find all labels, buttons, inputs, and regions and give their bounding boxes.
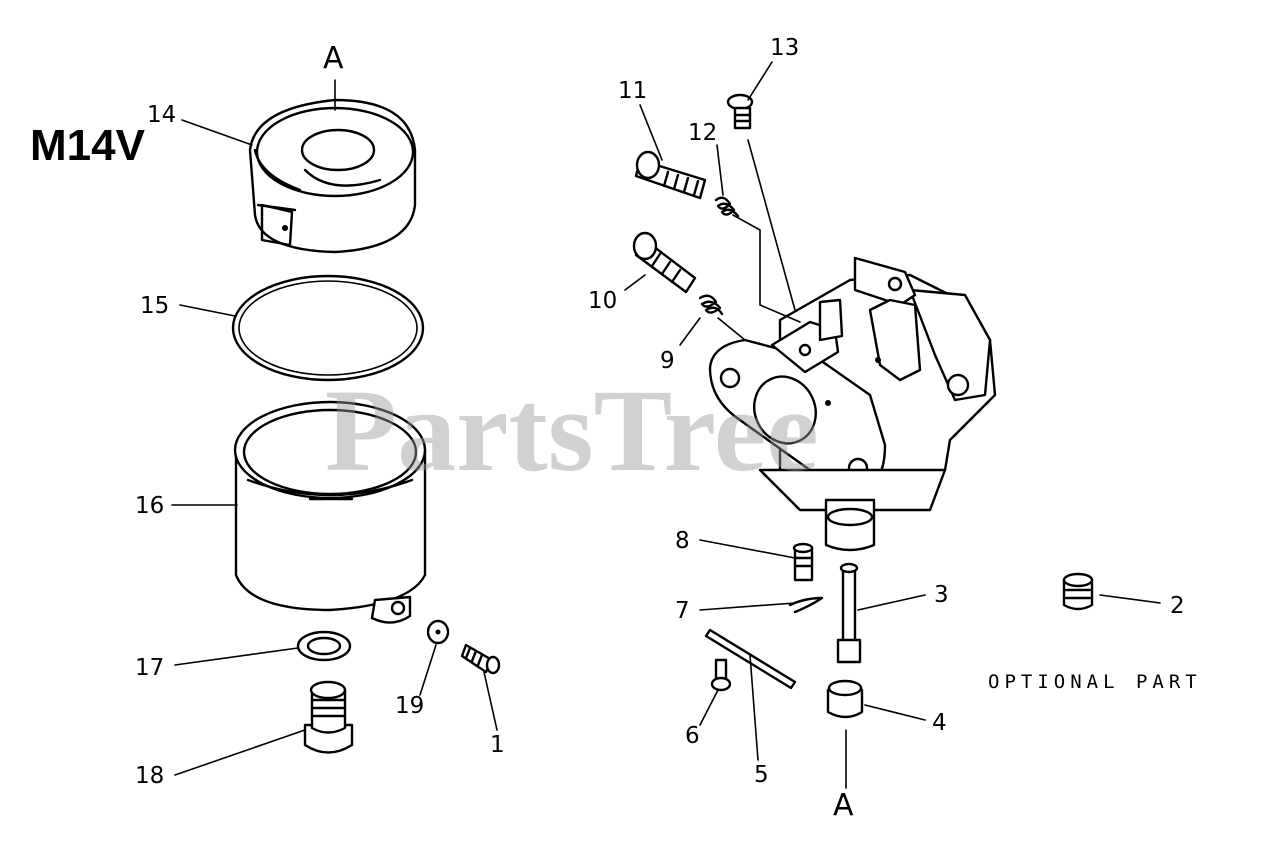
- part-3-emulsion-tube[interactable]: [836, 562, 862, 664]
- leader-lines: [171, 61, 1161, 789]
- callout-2: 2: [1170, 593, 1185, 619]
- part-12-spring[interactable]: [714, 196, 740, 218]
- part-16-float-bowl[interactable]: [233, 400, 427, 624]
- callout-13: 13: [770, 35, 799, 61]
- watermark: PartsTree: [325, 365, 819, 496]
- callout-labels: 1 2 3 4 5 6 7 8 9 10 11 12 13 14 15 16 1…: [135, 35, 1185, 789]
- part-15-gasket-ring[interactable]: [231, 274, 425, 382]
- part-19-small-washer[interactable]: [426, 619, 450, 645]
- model-label: M14V: [30, 121, 146, 170]
- callout-4: 4: [932, 710, 947, 736]
- callout-8: 8: [675, 528, 690, 554]
- callout-9: 9: [660, 348, 675, 374]
- callout-3: 3: [934, 582, 949, 608]
- part-6-screw[interactable]: [710, 658, 732, 692]
- part-17-washer[interactable]: [296, 630, 352, 662]
- callout-17: 17: [135, 655, 164, 681]
- part-18-bowl-plug[interactable]: [303, 680, 354, 754]
- callout-7: 7: [675, 598, 690, 624]
- part-7-clip[interactable]: [788, 596, 824, 614]
- part-8-main-jet[interactable]: [792, 542, 814, 582]
- connector-label-top: A: [323, 41, 344, 76]
- callout-5: 5: [754, 762, 769, 788]
- callout-19: 19: [395, 693, 424, 719]
- part-14-float-cap[interactable]: [248, 98, 417, 254]
- part-2-optional-jet[interactable]: [1062, 572, 1094, 611]
- connector-label-bottom: A: [833, 788, 854, 823]
- callout-16: 16: [135, 493, 164, 519]
- callout-15: 15: [140, 293, 169, 319]
- callout-6: 6: [685, 723, 700, 749]
- carburetor-body[interactable]: [708, 256, 997, 552]
- callout-1: 1: [490, 732, 505, 758]
- callout-10: 10: [588, 288, 617, 314]
- optional-part-note: OPTIONAL PART: [988, 671, 1202, 693]
- part-11-throttle-stop-screw[interactable]: [634, 150, 707, 200]
- part-4-valve-seat[interactable]: [826, 679, 864, 719]
- callout-14: 14: [147, 102, 176, 128]
- callout-11: 11: [618, 78, 647, 104]
- part-1-screw[interactable]: [460, 643, 501, 675]
- callout-12: 12: [688, 120, 717, 146]
- part-13-screw[interactable]: [726, 93, 754, 130]
- callout-18: 18: [135, 763, 164, 789]
- part-10-idle-mixture-screw[interactable]: [632, 231, 697, 294]
- part-9-spring[interactable]: [698, 294, 724, 316]
